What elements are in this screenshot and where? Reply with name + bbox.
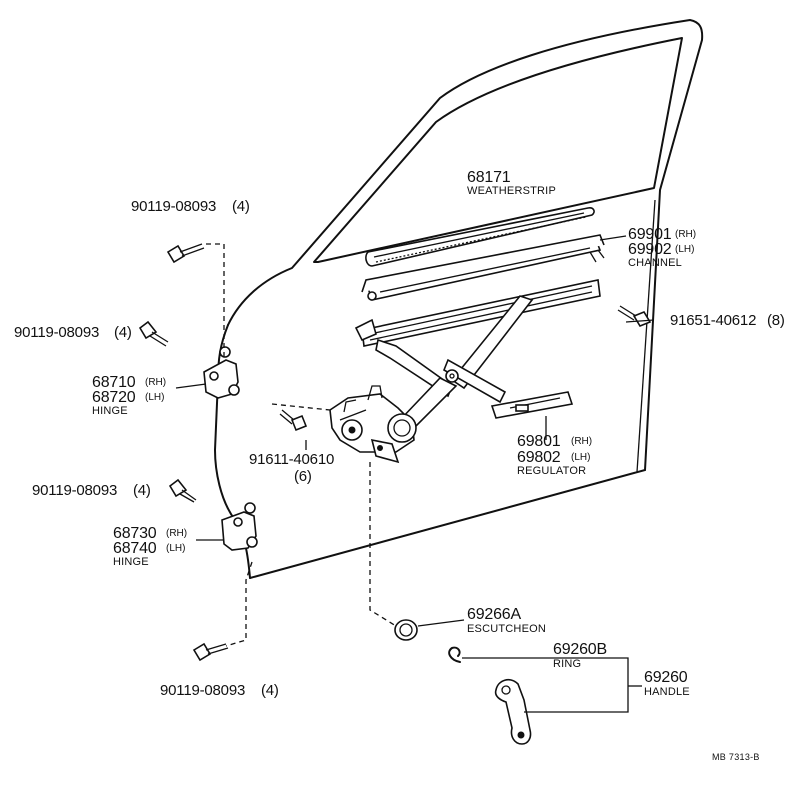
lower-hinge-rh-number: 68730: [113, 525, 157, 542]
upper-hinge-lh-tag: (LH): [145, 392, 165, 403]
ring-name: RING: [553, 658, 582, 670]
upper-hinge-rh-number: 68710: [92, 374, 136, 391]
leader-lines: [175, 235, 655, 713]
hinge-bolt-4: [192, 642, 229, 662]
regulator-rh-tag: (RH): [571, 436, 593, 447]
weatherstrip-number: 68171: [467, 169, 511, 186]
channel-lh-tag: (LH): [675, 244, 695, 255]
handle-number: 69260: [644, 669, 688, 686]
lower-hinge-lh-tag: (LH): [166, 543, 186, 554]
hinge-bolt-2-number: 90119-08093: [14, 324, 100, 341]
assembly-dashed-lines: [206, 243, 397, 647]
lower-hinge-name: HINGE: [113, 556, 149, 568]
hinge-bolt-1: [166, 243, 205, 264]
handle-part: [494, 678, 532, 745]
hinge-bolt-2-qty: (4): [114, 324, 132, 341]
handle-name: HANDLE: [644, 686, 690, 698]
channel-part: [361, 234, 605, 301]
ring-number: 69260B: [553, 641, 607, 658]
ring-part: [448, 646, 461, 663]
regulator-bolt-number: 91611-40610: [249, 451, 335, 468]
weatherstrip-name: WEATHERSTRIP: [467, 185, 556, 197]
escutcheon-part: [394, 619, 418, 641]
escutcheon-number: 69266A: [467, 606, 521, 623]
weatherstrip-part: [365, 207, 595, 267]
hinge-bolt-1-number: 90119-08093: [131, 198, 217, 215]
channel-bolt-qty: (8): [767, 312, 785, 329]
regulator-lh-number: 69802: [517, 449, 561, 466]
regulator-bolt-qty: (6): [294, 468, 312, 485]
hinge-bolt-4-qty: (4): [261, 682, 279, 699]
channel-bolt: [617, 305, 652, 327]
hinge-bolt-3: [168, 478, 197, 503]
hinge-bolt-3-number: 90119-08093: [32, 482, 118, 499]
lower-hinge-part: [221, 502, 258, 551]
regulator-lower-rail: [490, 391, 574, 419]
hinge-bolt-4-number: 90119-08093: [160, 682, 246, 699]
door-frame: [214, 19, 704, 579]
lower-hinge-rh-tag: (RH): [166, 528, 188, 539]
hinge-bolt-1-qty: (4): [232, 198, 250, 215]
regulator-rh-number: 69801: [517, 433, 561, 450]
upper-hinge-lh-number: 68720: [92, 389, 136, 406]
upper-hinge-part: [203, 346, 240, 399]
upper-hinge-name: HINGE: [92, 405, 128, 417]
regulator-rail: [354, 279, 601, 347]
hinge-bolt-3-qty: (4): [133, 482, 151, 499]
lower-hinge-lh-number: 68740: [113, 540, 157, 557]
channel-name: CHANNEL: [628, 257, 682, 269]
channel-bolt-number: 91651-40612: [670, 312, 757, 329]
hinge-bolt-2: [138, 320, 169, 347]
channel-rh-tag: (RH): [675, 229, 697, 240]
channel-lh-number: 69902: [628, 241, 672, 258]
regulator-name: REGULATOR: [517, 465, 587, 477]
channel-rh-number: 69901: [628, 226, 672, 243]
regulator-gear-assembly: [329, 385, 417, 464]
escutcheon-name: ESCUTCHEON: [467, 623, 547, 635]
upper-hinge-rh-tag: (RH): [145, 377, 167, 388]
regulator-lh-tag: (LH): [571, 452, 591, 463]
regulator-bolt: [279, 409, 308, 432]
figure-code: MB 7313-B: [712, 752, 760, 762]
regulator-arms: [375, 295, 534, 429]
